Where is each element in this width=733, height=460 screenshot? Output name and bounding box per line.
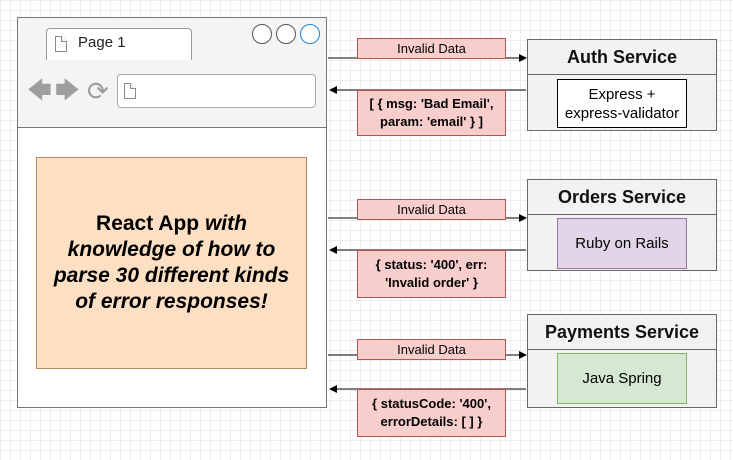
window-button-icon[interactable] bbox=[276, 24, 296, 44]
response-line: errorDetails: [ ] } bbox=[380, 414, 483, 429]
tech-line: Express + bbox=[588, 85, 656, 103]
app-text-italic: with knowledge of how to parse 30 differ… bbox=[53, 212, 290, 313]
response-line: { status: '400', err: bbox=[375, 257, 488, 272]
request-label-orders: Invalid Data bbox=[357, 199, 506, 220]
request-label-payments: Invalid Data bbox=[357, 339, 506, 360]
address-bar[interactable] bbox=[117, 74, 316, 108]
back-arrow-icon[interactable]: 🡄 bbox=[27, 77, 52, 104]
page-icon bbox=[55, 36, 67, 52]
response-line: [ { msg: 'Bad Email', bbox=[369, 96, 494, 111]
tech-line: Ruby on Rails bbox=[575, 235, 669, 252]
response-label-auth: [ { msg: 'Bad Email', param: 'email' } ] bbox=[357, 90, 506, 136]
tech-line: Java Spring bbox=[582, 370, 662, 387]
orders-tech-box: Ruby on Rails bbox=[557, 218, 687, 269]
response-line: 'Invalid order' } bbox=[385, 275, 478, 290]
payments-tech-box: Java Spring bbox=[557, 353, 687, 404]
service-title: Orders Service bbox=[528, 180, 716, 215]
browser-tab[interactable] bbox=[46, 28, 192, 60]
react-app-box: React App with knowledge of how to parse… bbox=[36, 157, 307, 369]
response-line: param: 'email' } ] bbox=[380, 114, 483, 129]
window-button-icon[interactable] bbox=[252, 24, 272, 44]
app-text-bold: React App bbox=[96, 212, 200, 235]
service-title: Payments Service bbox=[528, 315, 716, 350]
service-title: Auth Service bbox=[528, 40, 716, 75]
response-label-payments: { statusCode: '400', errorDetails: [ ] } bbox=[357, 389, 506, 437]
refresh-icon[interactable]: ⟳ bbox=[87, 76, 109, 106]
forward-arrow-icon[interactable]: 🡆 bbox=[55, 77, 80, 104]
response-line: { statusCode: '400', bbox=[372, 396, 491, 411]
request-label-auth: Invalid Data bbox=[357, 38, 506, 59]
tab-label: Page 1 bbox=[78, 34, 126, 51]
response-label-orders: { status: '400', err: 'Invalid order' } bbox=[357, 250, 506, 298]
address-page-icon bbox=[124, 83, 136, 99]
auth-tech-box: Express +express-validator bbox=[557, 79, 687, 128]
tech-line: express-validator bbox=[564, 104, 680, 122]
window-button-active-icon[interactable] bbox=[300, 24, 320, 44]
